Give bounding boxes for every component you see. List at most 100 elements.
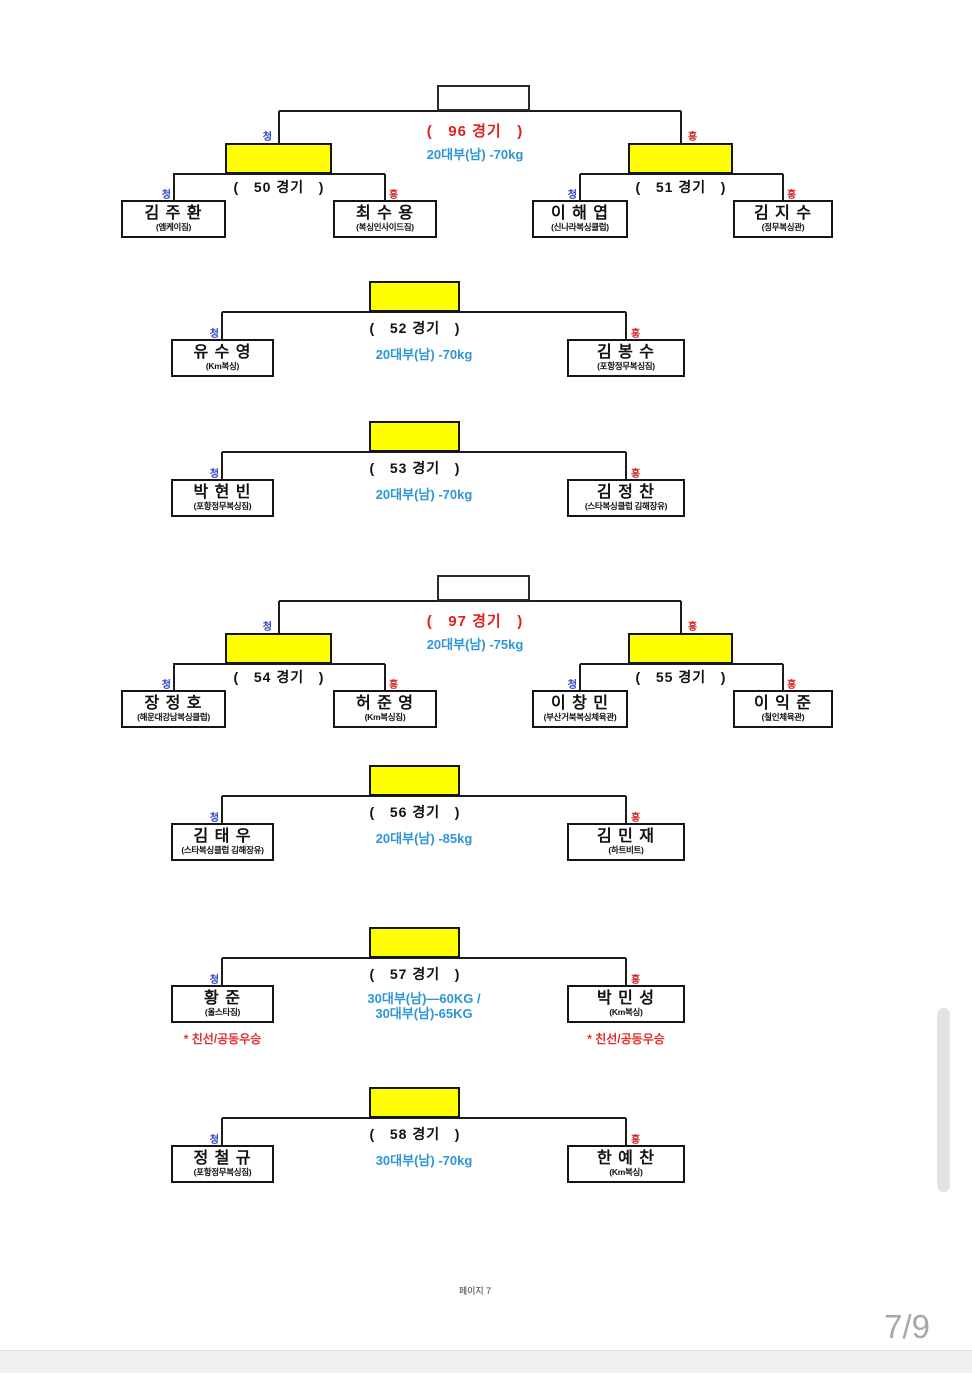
corner-label-red: 홍: [631, 813, 641, 824]
player-name: 박 현 빈: [193, 484, 252, 501]
corner-label-blue: 청: [209, 329, 219, 340]
connector-line: [782, 174, 784, 200]
connector-line: [173, 664, 175, 690]
player-box: 황 준(올스타짐): [171, 985, 274, 1023]
player-club: (Km복싱): [609, 1167, 643, 1177]
player-name: 최 수 용: [355, 205, 415, 222]
player-box: 김 주 환(엠케이짐): [121, 200, 226, 238]
weight-class-line: 30대부(남)-65KG: [375, 1006, 473, 1021]
connector-line: [278, 601, 280, 633]
page-indicator: 7/9: [884, 1308, 930, 1345]
weight-class-label: 20대부(남) -70kg: [426, 147, 524, 162]
player-name: 정 철 규: [193, 1150, 252, 1167]
connector-line: [279, 110, 681, 112]
match-number-label: ( 52 경기 ): [369, 320, 461, 336]
corner-label-red: 홍: [389, 190, 399, 201]
corner-label-red: 홍: [631, 469, 641, 480]
weight-class-line: 30대부(남)—60KG /: [367, 991, 481, 1006]
player-club: (신나라복싱클럽): [551, 222, 609, 232]
winner-box: [369, 281, 460, 312]
match-number-label: ( 58 경기 ): [369, 1126, 461, 1142]
connector-line: [173, 174, 175, 200]
connector-line: [680, 111, 682, 143]
corner-label-red: 홍: [389, 680, 399, 691]
corner-label-red: 홍: [787, 190, 797, 201]
player-club: (부산거북복싱체육관): [543, 712, 617, 722]
player-club: (철인체육관): [761, 712, 805, 722]
corner-label-blue: 청: [567, 190, 577, 201]
player-name: 유 수 영: [193, 344, 252, 361]
match-number-label: ( 51 경기 ): [635, 179, 727, 195]
connector-line: [680, 601, 682, 633]
player-club: (스타복싱클럽 김해장유): [181, 845, 264, 855]
corner-label-red: 홍: [688, 132, 698, 143]
weight-class-label: 20대부(남) -70kg: [375, 347, 473, 362]
corner-label-red: 홍: [631, 329, 641, 340]
match-number-label: ( 55 경기 ): [635, 669, 727, 685]
match-number-label: ( 56 경기 ): [369, 804, 461, 820]
player-name: 한 예 찬: [596, 1150, 656, 1167]
connector-line: [222, 795, 626, 797]
connector-line: [221, 1118, 223, 1145]
connector-line: [579, 664, 581, 690]
connector-line: [173, 173, 385, 175]
winner-box: [225, 143, 332, 174]
winner-box: [369, 1087, 460, 1118]
player-box: 한 예 찬(Km복싱): [567, 1145, 685, 1183]
player-box: 김 태 우(스타복싱클럽 김해장유): [171, 823, 274, 861]
winner-box: [628, 143, 733, 174]
player-club: (올스타짐): [204, 1007, 241, 1017]
player-club: (포항정무복싱짐): [193, 501, 252, 511]
player-name: 김 봉 수: [596, 344, 656, 361]
player-box: 이 창 민(부산거북복싱체육관): [532, 690, 628, 728]
connector-line: [173, 663, 385, 665]
connector-line: [222, 451, 626, 453]
scrollbar-thumb[interactable]: [937, 1008, 950, 1192]
player-club: (엠케이짐): [155, 222, 192, 232]
champion-box: [437, 85, 530, 111]
corner-label-blue: 청: [161, 680, 171, 691]
corner-label-blue: 청: [209, 813, 219, 824]
player-name: 이 해 엽: [550, 205, 610, 222]
player-box: 이 해 엽(신나라복싱클럽): [532, 200, 628, 238]
corner-label-blue: 청: [161, 190, 171, 201]
corner-label-blue: 청: [209, 469, 219, 480]
connector-line: [384, 664, 386, 690]
connector-line: [221, 452, 223, 479]
player-box: 허 준 영(Km복싱짐): [333, 690, 437, 728]
match-number-label: ( 54 경기 ): [233, 669, 325, 685]
corner-label-blue: 청: [262, 622, 272, 633]
player-box: 이 익 준(철인체육관): [733, 690, 833, 728]
corner-label-blue: 청: [567, 680, 577, 691]
connector-line: [625, 312, 627, 339]
weight-class-label: 30대부(남)—60KG /30대부(남)-65KG: [324, 991, 524, 1021]
player-club: (Km복싱): [205, 361, 240, 371]
player-name: 허 준 영: [355, 695, 415, 712]
corner-label-red: 홍: [787, 680, 797, 691]
friendly-note: * 친선/공동우승: [587, 1032, 665, 1046]
player-box: 장 정 호(해운대강남복싱클럽): [121, 690, 226, 728]
player-club: (포항정무복싱짐): [193, 1167, 252, 1177]
player-club: (Km복싱짐): [364, 712, 406, 722]
weight-class-label: 20대부(남) -75kg: [426, 637, 524, 652]
corner-label-blue: 청: [262, 132, 272, 143]
player-name: 이 창 민: [550, 695, 610, 712]
player-name: 이 익 준: [753, 695, 813, 712]
page-footer-label: 페이지 7: [458, 1286, 492, 1296]
player-box: 유 수 영(Km복싱): [171, 339, 274, 377]
player-box: 김 정 찬(스타복싱클럽 김해장유): [567, 479, 685, 517]
player-club: (복싱인사이드짐): [356, 222, 414, 232]
player-club: (해운대강남복싱클럽): [137, 712, 210, 722]
winner-box: [369, 765, 460, 796]
connector-line: [625, 1118, 627, 1145]
weight-class-label: 30대부(남) -70kg: [375, 1153, 473, 1168]
player-name: 김 정 찬: [596, 484, 656, 501]
connector-line: [625, 796, 627, 823]
match-number-label: ( 57 경기 ): [369, 966, 461, 982]
connector-line: [625, 452, 627, 479]
friendly-note: * 친선/공동우승: [183, 1032, 262, 1046]
player-box: 김 민 재(하트비트): [567, 823, 685, 861]
connector-line: [222, 1117, 626, 1119]
player-box: 정 철 규(포항정무복싱짐): [171, 1145, 274, 1183]
corner-label-red: 홍: [688, 622, 698, 633]
